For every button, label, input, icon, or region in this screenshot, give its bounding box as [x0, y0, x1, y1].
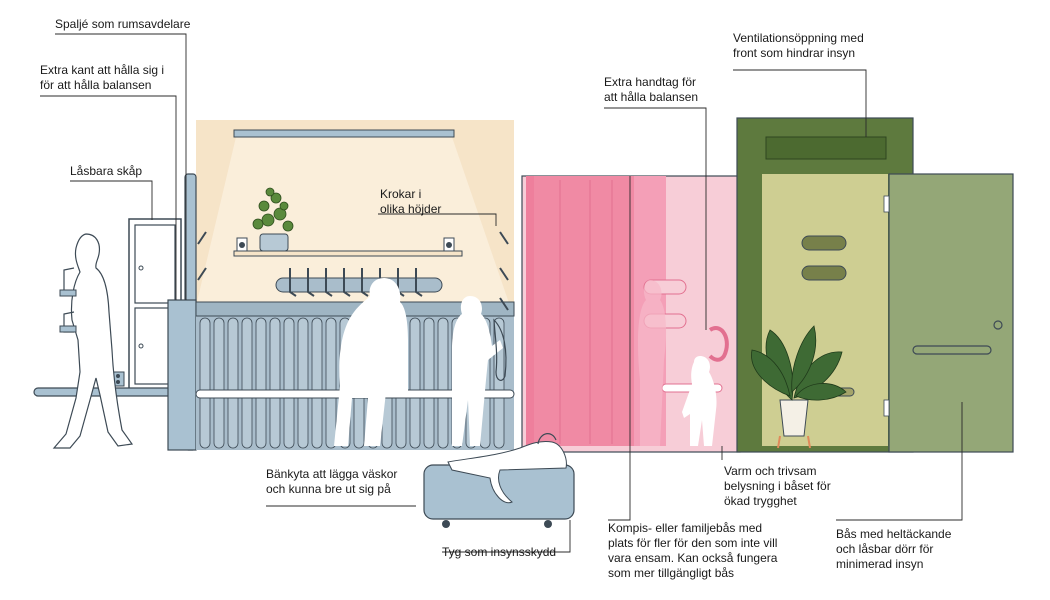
label-extra-handle: Extra handtag för att hålla balansen [604, 75, 699, 104]
lockable-door [888, 173, 1014, 453]
label-privacy-curtain: Tyg som insynsskydd [442, 545, 557, 559]
pilea-plant-icon [252, 187, 294, 252]
privacy-curtain [534, 176, 634, 446]
leader-lines [40, 33, 963, 553]
label-trellis-divider: Spaljé som rumsavdelare [55, 17, 191, 31]
ventilation-opening [765, 136, 887, 160]
family-stall [521, 175, 741, 453]
person-sitting-silhouette [334, 278, 408, 446]
shelf [233, 250, 463, 257]
bag-bench [423, 433, 575, 528]
child-silhouette [452, 296, 503, 446]
label-family-stall: Kompis- eller familjebås med plats för f… [608, 521, 778, 580]
ceiling-lamp [233, 129, 455, 138]
label-ventilation: Ventilationsöppning med front som hindra… [733, 31, 864, 60]
bag-icon [447, 441, 567, 504]
label-balance-edge: Extra kant att hålla sig i för att hålla… [40, 63, 165, 92]
label-warm-lighting: Varm och trivsam belysning i båset för ö… [724, 464, 831, 508]
label-bag-bench: Bänkyta att lägga väskor och kunna bre u… [266, 467, 398, 496]
label-lockable-stall: Bås med heltäckande och låsbar dörr för … [836, 527, 952, 571]
child-silhouette-2 [682, 356, 717, 446]
label-hooks: Krokar i olika höjder [380, 187, 442, 216]
hook-rail [275, 277, 443, 293]
private-stall [736, 117, 1014, 453]
bench-area [167, 120, 515, 451]
balance-edge [167, 299, 197, 451]
door-lock-icon [993, 320, 1003, 330]
monstera-plant-icon [751, 325, 847, 449]
extra-handle [708, 326, 729, 362]
person-walking-silhouette [52, 233, 134, 449]
label-lockable-lockers: Låsbara skåp [70, 164, 143, 178]
door-handle [912, 345, 992, 355]
